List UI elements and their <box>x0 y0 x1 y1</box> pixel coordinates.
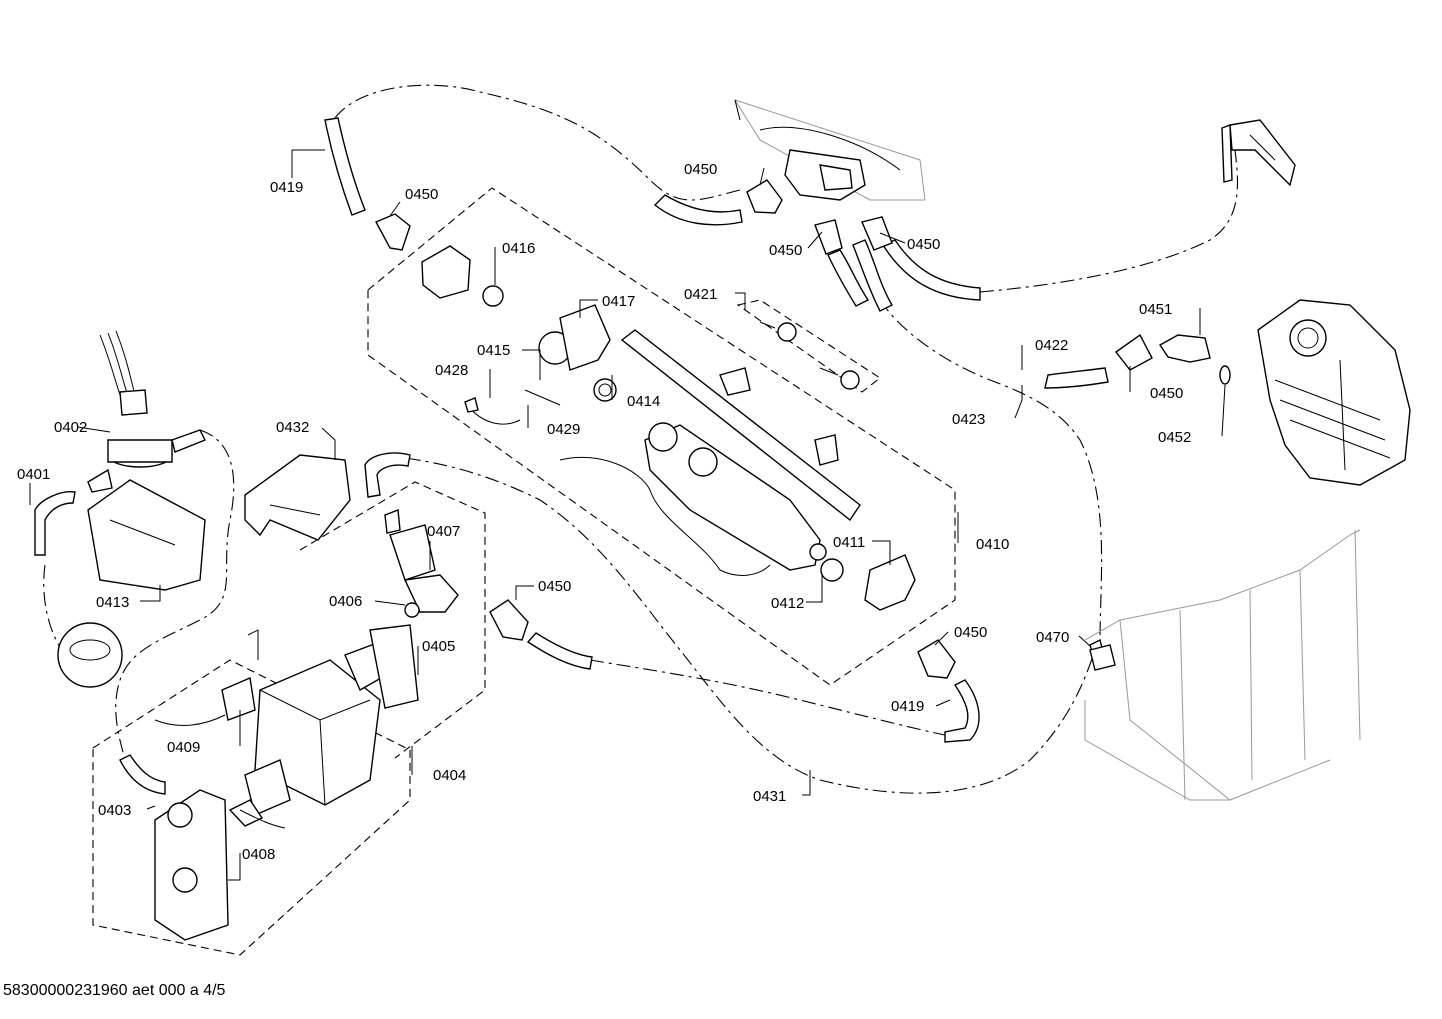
label-0405: 0405 <box>422 638 455 655</box>
label-0450g: 0450 <box>954 624 987 641</box>
label-0450b: 0450 <box>684 161 717 178</box>
label-0413: 0413 <box>96 594 129 611</box>
label-0407: 0407 <box>427 523 460 540</box>
hose-0419-right <box>944 679 980 743</box>
label-0416: 0416 <box>502 240 535 257</box>
screws-0421 <box>759 321 860 390</box>
document-id: 58300000231960 aet 000 a 4/5 <box>3 982 226 999</box>
label-0428: 0428 <box>435 362 468 379</box>
heater-unit <box>1257 299 1411 486</box>
bracket-0408 <box>154 789 229 941</box>
label-0403: 0403 <box>98 802 131 819</box>
label-0417: 0417 <box>602 293 635 310</box>
label-0432: 0432 <box>276 419 309 436</box>
label-0411: 0411 <box>833 534 865 551</box>
mounting-bracket <box>1221 119 1296 187</box>
label-0452: 0452 <box>1158 429 1191 446</box>
label-0410: 0410 <box>976 536 1009 553</box>
label-0470: 0470 <box>1036 629 1069 646</box>
thermoblock-rail <box>559 329 916 611</box>
label-0412: 0412 <box>771 595 804 612</box>
label-0451: 0451 <box>1139 301 1172 318</box>
label-0450a: 0450 <box>405 186 438 203</box>
cover-0432 <box>244 454 351 541</box>
hose-0431 <box>364 452 593 670</box>
label-0406: 0406 <box>329 593 362 610</box>
label-0431: 0431 <box>753 788 786 805</box>
part-number-labels: 0419 0450 0416 0417 0421 0415 0428 0414 … <box>17 161 1191 863</box>
routing-lines <box>43 84 1239 794</box>
label-0414: 0414 <box>627 393 660 410</box>
pump-0404 <box>154 624 419 829</box>
part-0470 <box>1089 644 1116 671</box>
valve-parts <box>421 245 617 425</box>
label-0450f: 0450 <box>538 578 571 595</box>
hose-0403 <box>119 754 166 795</box>
flowmeter-group <box>34 330 206 688</box>
label-0419b: 0419 <box>891 698 924 715</box>
connector-0451 <box>1158 334 1231 385</box>
appliance-housing <box>1084 529 1361 801</box>
valve-block-assembly <box>733 99 926 201</box>
connectors-0450 <box>375 179 1153 679</box>
label-0450c: 0450 <box>769 242 802 259</box>
label-0450d: 0450 <box>907 236 940 253</box>
label-0415: 0415 <box>477 342 510 359</box>
label-0401: 0401 <box>17 466 50 483</box>
label-0450e: 0450 <box>1150 385 1183 402</box>
label-0409: 0409 <box>167 739 200 756</box>
hoses-top <box>324 117 1109 389</box>
label-0423: 0423 <box>952 411 985 428</box>
label-0404: 0404 <box>433 767 466 784</box>
label-0422: 0422 <box>1035 337 1068 354</box>
leader-lines <box>29 149 1226 881</box>
valve-0407 <box>384 509 459 618</box>
label-0402: 0402 <box>54 419 87 436</box>
label-0408: 0408 <box>242 846 275 863</box>
label-0429: 0429 <box>547 421 580 438</box>
label-0421: 0421 <box>684 286 717 303</box>
assembly-boundaries <box>92 187 956 956</box>
label-0419a: 0419 <box>270 179 303 196</box>
